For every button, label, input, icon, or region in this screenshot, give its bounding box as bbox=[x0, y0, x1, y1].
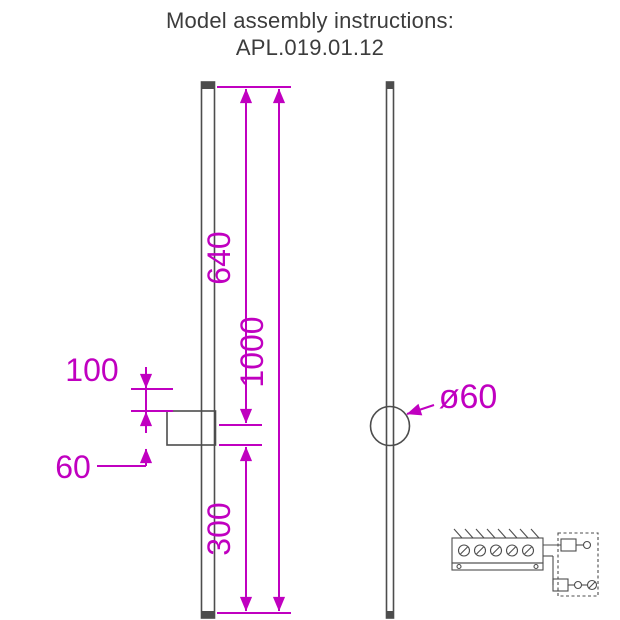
lamp-bottom-cap-front bbox=[201, 611, 215, 618]
dim-300-label: 300 bbox=[201, 502, 237, 555]
wall-hatch-marks bbox=[453, 528, 540, 539]
front-view bbox=[166, 81, 217, 619]
lamp-top-cap-front bbox=[201, 82, 215, 89]
front-view-dimensions: 640 1000 300 100 60 bbox=[55, 86, 291, 614]
page-title: Model assembly instructions: APL.019.01.… bbox=[0, 7, 620, 61]
wires-and-connectors bbox=[543, 532, 599, 597]
mounting-bracket bbox=[166, 410, 217, 446]
dim-1000-label: 1000 bbox=[234, 316, 270, 387]
lamp-bar-side bbox=[385, 81, 395, 619]
dim-100-label: 100 bbox=[65, 352, 118, 388]
dim-diameter-leader bbox=[406, 403, 435, 416]
dim-60-lines bbox=[97, 448, 153, 467]
dim-640-label: 640 bbox=[201, 231, 237, 284]
wiring-diagram bbox=[451, 528, 599, 597]
terminal-block bbox=[451, 537, 544, 571]
side-view: ø60 bbox=[369, 81, 498, 619]
lamp-top-cap-side bbox=[386, 82, 394, 89]
lamp-bottom-cap-side bbox=[386, 611, 394, 618]
title-line-2-model-code: APL.019.01.12 bbox=[235, 35, 385, 60]
wall-mount-circle-side bbox=[369, 405, 411, 447]
dim-diameter-label: ø60 bbox=[439, 378, 498, 416]
title-line-1: Model assembly instructions: bbox=[165, 8, 455, 33]
dim-60-label: 60 bbox=[55, 449, 91, 485]
dim-extension-lines bbox=[131, 86, 291, 614]
